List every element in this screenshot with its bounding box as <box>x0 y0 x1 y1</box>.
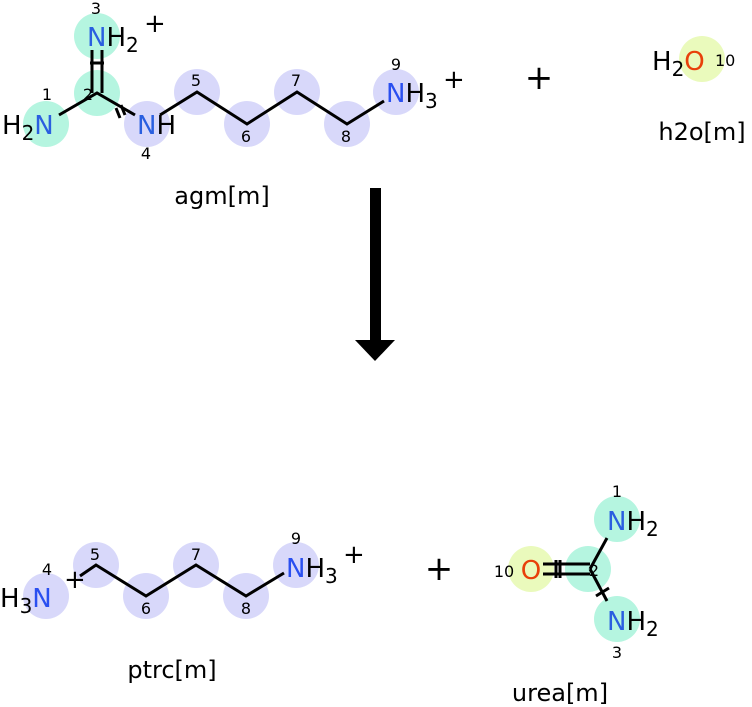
atom-index-9: 9 <box>291 529 301 548</box>
atom-index-2: 2 <box>83 85 93 104</box>
molecule-ptrc: H3N + 4 5 6 7 8 NH3 + 9 ptrc[m] <box>0 529 365 684</box>
bonds-ptrc <box>79 563 285 598</box>
atom-index-9: 9 <box>391 55 401 74</box>
reaction-arrow <box>355 188 395 361</box>
atom-index-8: 8 <box>241 599 251 618</box>
charge-n9: + <box>443 65 465 95</box>
atom-index-7: 7 <box>291 71 301 90</box>
atom-index-4: 4 <box>141 144 151 163</box>
atom-highlight-n9 <box>273 542 319 588</box>
atom-index-8: 8 <box>341 127 351 146</box>
charge-n3: + <box>144 9 166 39</box>
atom-highlight-n9 <box>373 69 419 115</box>
charge-n9: + <box>343 540 365 570</box>
plus-sign-reactants: + <box>525 58 554 98</box>
atom-label-o10: O <box>521 556 541 586</box>
molecule-name-ptrc: ptrc[m] <box>127 656 216 684</box>
atom-index-4: 4 <box>42 560 52 579</box>
molecule-name-agm: agm[m] <box>174 182 269 210</box>
atom-index-7: 7 <box>191 545 201 564</box>
atom-label-o10: H2O <box>652 47 705 81</box>
atom-highlight-n1 <box>23 101 69 147</box>
atom-label-n9: NH3 <box>286 554 338 588</box>
bonds-agm <box>58 50 385 126</box>
plus-sign-products: + <box>425 549 454 589</box>
atom-index-3: 3 <box>612 643 622 662</box>
atom-index-1: 1 <box>42 85 52 104</box>
molecule-agm: H2N 1 2 NH2 + 3 NH 4 5 6 7 8 NH3 + 9 agm… <box>2 0 465 210</box>
atom-highlight-o10 <box>508 546 554 592</box>
atom-index-6: 6 <box>141 599 151 618</box>
atom-highlight-n3 <box>594 596 640 642</box>
molecule-h2o: H2O 10 h2o[m] <box>652 36 746 146</box>
atom-label-n4: NH <box>137 111 176 141</box>
bonds-urea <box>543 537 610 602</box>
atom-label-n3: NH2 <box>87 23 139 57</box>
atom-index-3: 3 <box>91 0 101 18</box>
atom-index-1: 1 <box>612 482 622 501</box>
atom-label-n1: H2N <box>2 111 54 145</box>
atom-highlight-n4 <box>23 573 69 619</box>
atom-index-6: 6 <box>241 127 251 146</box>
atom-highlight-o10 <box>679 36 725 82</box>
atom-highlight-c2 <box>565 546 611 592</box>
charge-n4: + <box>64 565 86 595</box>
atom-label-n3: NH2 <box>607 607 659 641</box>
atom-label-n1: NH2 <box>607 507 659 541</box>
molecule-name-urea: urea[m] <box>512 679 608 707</box>
atom-index-5: 5 <box>191 71 201 90</box>
atom-index-10: 10 <box>715 51 735 70</box>
atom-index-10: 10 <box>494 562 514 581</box>
atom-highlight-n1 <box>594 496 640 542</box>
molecule-urea: O 10 2 NH2 1 NH2 3 urea[m] <box>494 482 659 707</box>
atom-highlight-n4 <box>124 101 170 147</box>
atom-index-2: 2 <box>589 561 599 580</box>
atom-label-n9: NH3 <box>386 79 438 113</box>
atom-highlight-n3 <box>74 13 120 59</box>
molecule-name-h2o: h2o[m] <box>658 118 745 146</box>
atom-label-n4: H3N <box>0 584 52 618</box>
atom-index-5: 5 <box>90 545 100 564</box>
